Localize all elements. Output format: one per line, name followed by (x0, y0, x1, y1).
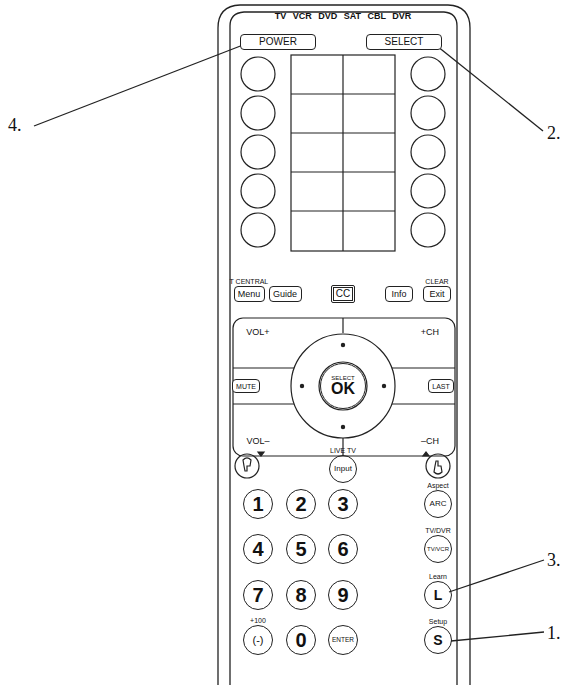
round-button: 6 (328, 534, 358, 564)
round-button: 9 (328, 580, 358, 610)
remote-button: CC (331, 285, 355, 303)
remote-face (230, 12, 457, 685)
round-button: TV/DVRTV/VCR (424, 535, 452, 563)
button-label: CC (336, 289, 350, 299)
remote-button: VOL– (238, 434, 278, 448)
callout-number: 3. (547, 551, 561, 569)
button-caption: TV/DVR (425, 527, 451, 534)
button-label: 5 (295, 539, 306, 559)
button-label: Exit (429, 290, 444, 299)
button-caption: CLEAR (425, 278, 448, 285)
mode-labels: TV VCR DVD SAT CBL DVR (275, 12, 412, 21)
round-button: 8 (286, 580, 316, 610)
leader-lines (34, 45, 544, 641)
button-label: –CH (421, 437, 439, 446)
remote-housing (218, 5, 470, 685)
button-caption: T CENTRAL (230, 278, 269, 285)
remote-button: CLEARExit (423, 286, 451, 302)
round-button: +100(-) (243, 625, 273, 655)
button-label: 8 (295, 585, 306, 605)
button-label: 7 (252, 585, 263, 605)
callout-number: 4. (8, 116, 22, 134)
round-button: 0 (286, 625, 316, 655)
round-button: ENTER (328, 625, 358, 655)
round-button: AspectARC (424, 490, 452, 518)
round-button: SELECTOK (320, 363, 366, 409)
button-label: MUTE (236, 383, 256, 390)
round-button: 2 (286, 489, 316, 519)
button-label: 6 (337, 539, 348, 559)
remote-button: T CENTRALMenu (234, 286, 265, 302)
remote-button: MUTE (232, 379, 260, 393)
round-button: LIVE TVInput (329, 455, 357, 483)
round-button: 5 (286, 534, 316, 564)
button-caption: Setup (429, 618, 447, 625)
callout-number: 1. (547, 624, 561, 642)
button-label: L (434, 588, 443, 602)
round-button: 7 (243, 580, 273, 610)
button-label: 0 (295, 630, 306, 650)
button-label: +CH (421, 328, 439, 337)
round-button: 4 (243, 534, 273, 564)
remote-button: –CH (410, 434, 450, 448)
button-label: POWER (259, 37, 297, 47)
callout-number: 2. (547, 124, 561, 142)
button-label: 2 (295, 494, 306, 514)
round-button: 3 (328, 489, 358, 519)
button-label: Menu (238, 290, 261, 299)
button-label: SELECT (385, 37, 424, 47)
button-caption: LIVE TV (330, 447, 356, 454)
nav-cluster (233, 318, 455, 456)
button-label: (-) (253, 635, 264, 646)
button-label: Guide (273, 290, 297, 299)
lcd-grid (241, 55, 445, 251)
round-button: SetupS (424, 626, 452, 654)
remote-button: LAST (428, 379, 454, 393)
button-label: VOL+ (246, 328, 269, 337)
button-label: S (433, 633, 442, 647)
button-label: 3 (337, 494, 348, 514)
remote-button: VOL+ (238, 325, 278, 339)
button-label: VOL– (246, 437, 269, 446)
button-label: Input (334, 465, 352, 473)
round-button: LearnL (424, 581, 452, 609)
remote-button: SELECT (366, 34, 442, 50)
remote-button: Info (385, 286, 413, 302)
remote-button: Guide (269, 286, 302, 302)
button-caption: Learn (429, 573, 447, 580)
button-label: ENTER (332, 637, 354, 644)
remote-button: +CH (410, 325, 450, 339)
button-label: LAST (432, 383, 450, 390)
button-label: 4 (252, 539, 263, 559)
button-caption: +100 (250, 617, 266, 624)
round-button: 1 (243, 489, 273, 519)
button-label: OK (331, 381, 355, 397)
button-label: ARC (430, 500, 447, 508)
button-caption: Aspect (427, 482, 448, 489)
button-label: 9 (337, 585, 348, 605)
remote-button: POWER (240, 34, 316, 50)
button-label: 1 (252, 494, 263, 514)
button-label: Info (391, 290, 406, 299)
button-label: TV/VCR (427, 546, 449, 552)
